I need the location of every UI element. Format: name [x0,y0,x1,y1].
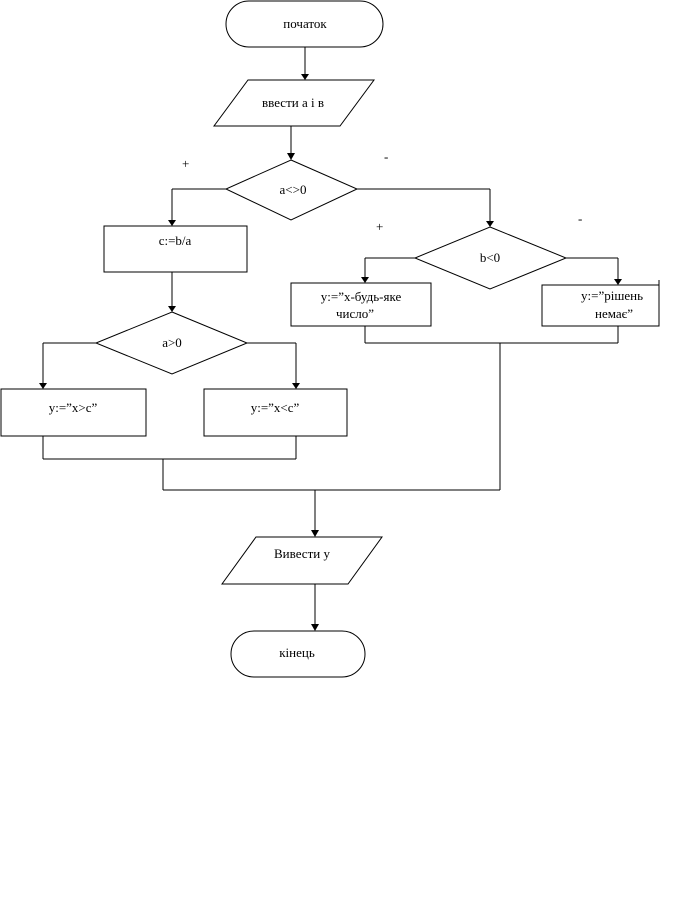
output-gt-node: y:=”x>c” [0,388,147,437]
end-label: кінець [279,645,315,660]
output-lt-node: y:=”x<c” [203,388,348,437]
arrow-to-input [301,74,309,80]
no-solution-node: y:=”рішень немає” [541,280,660,327]
connectors [42,47,619,625]
decision-a-label: a<>0 [280,182,307,197]
any-x-label-line1: y:=”x-будь-яке [321,289,402,304]
any-x-node: y:=”x-будь-яке число” [290,282,432,327]
plus-sign-b: + [376,219,383,234]
no-solution-label-line2: немає” [595,306,633,321]
arrow-to-cond-pos [168,306,176,312]
decision-b-node: b<0 [413,226,568,290]
end-node: кінець [230,630,366,678]
start-node: початок [225,0,384,48]
start-label: початок [283,16,327,31]
arrow-to-cond-b [486,221,494,227]
minus-sign-b: - [578,211,582,226]
input-label: ввести a і в [262,95,324,110]
output-gt-label: y:=”x>c” [49,400,98,415]
arrow-to-end [311,624,319,631]
arrow-to-none [614,279,622,285]
any-x-label-line2: число” [336,306,374,321]
arrow-to-any [361,277,369,283]
minus-sign-a: - [384,149,388,164]
input-node: ввести a і в [213,79,375,127]
plus-sign-a: + [182,156,189,171]
decision-b-label: b<0 [480,250,500,265]
compute-c-node: c:=b/a [103,225,248,273]
arrow-to-out-gt [39,383,47,389]
arrow-to-out-lt [292,383,300,389]
output-node: Вивести y [221,536,383,585]
arrowheads [39,74,622,631]
arrow-to-cond-a [287,153,295,160]
output-label: Вивести y [274,546,330,561]
output-lt-label: y:=”x<c” [251,400,300,415]
compute-c-label: c:=b/a [159,233,192,248]
arrow-to-output [311,530,319,537]
decision-a-node: a<>0 [224,159,359,221]
no-solution-label-line1: y:=”рішень [581,288,643,303]
decision-a-positive-label: a>0 [162,335,182,350]
arrow-to-compute [168,220,176,226]
decision-a-positive-node: a>0 [94,311,249,375]
